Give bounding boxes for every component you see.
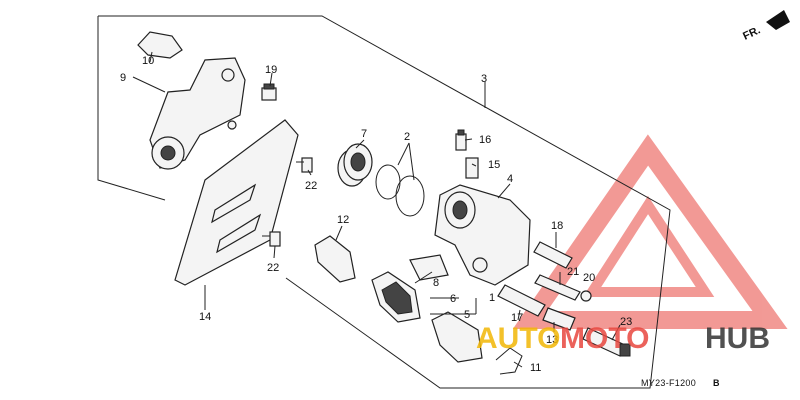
slide-pin-17 bbox=[497, 284, 546, 317]
brake-pad-inner bbox=[371, 271, 421, 323]
callout-10: 10 bbox=[142, 55, 154, 67]
callout-12: 12 bbox=[337, 214, 349, 226]
bleeder-cap bbox=[465, 157, 479, 179]
brake-pad-outer bbox=[431, 311, 483, 363]
callout-9: 9 bbox=[120, 72, 126, 84]
caliper-bracket bbox=[137, 31, 246, 170]
watermark-moto: MOTO bbox=[560, 322, 649, 355]
watermark-auto: AUTO bbox=[476, 322, 560, 355]
fr-label: FR. bbox=[741, 24, 762, 42]
callout-22-upper: 22 bbox=[305, 180, 317, 192]
callout-5: 5 bbox=[464, 309, 470, 321]
watermark-triangle bbox=[512, 134, 788, 329]
slide-pin-13 bbox=[542, 307, 576, 331]
caliper-body bbox=[434, 184, 531, 286]
pad-retainer bbox=[409, 254, 449, 281]
front-direction-marker: FR. bbox=[741, 10, 790, 43]
slide-pin-18 bbox=[533, 241, 573, 269]
pad-clip bbox=[495, 347, 523, 375]
callout-4: 4 bbox=[507, 173, 513, 185]
diagram-code: MY23-F1200 bbox=[641, 378, 696, 388]
pad-spring bbox=[314, 235, 356, 283]
pin-21 bbox=[534, 274, 581, 301]
callout-15: 15 bbox=[488, 159, 500, 171]
bleeder-screw bbox=[455, 129, 467, 151]
splash-guard bbox=[174, 119, 299, 286]
callout-18: 18 bbox=[551, 220, 563, 232]
callout-21: 21 bbox=[567, 266, 579, 278]
piston-seals bbox=[375, 164, 425, 217]
callout-13: 13 bbox=[546, 334, 558, 346]
callout-22-lower: 22 bbox=[267, 262, 279, 274]
callout-17: 17 bbox=[511, 312, 523, 324]
callout-7: 7 bbox=[361, 128, 367, 140]
leader-lines bbox=[132, 51, 621, 368]
callout-1: 1 bbox=[489, 292, 495, 304]
bolt-19 bbox=[261, 83, 277, 101]
assembly-outline bbox=[97, 15, 671, 389]
callout-14: 14 bbox=[199, 311, 211, 323]
diagram-code-suffix: B bbox=[713, 378, 720, 388]
boot-20 bbox=[580, 290, 592, 302]
watermark-logo: AUTO MOTO HUB bbox=[476, 322, 770, 355]
callout-6: 6 bbox=[450, 293, 456, 305]
callout-11: 11 bbox=[530, 362, 541, 374]
callout-23: 23 bbox=[620, 316, 632, 328]
callout-20: 20 bbox=[583, 272, 595, 284]
callout-3: 3 bbox=[481, 73, 487, 85]
bolt-22-upper bbox=[296, 157, 313, 173]
callout-16: 16 bbox=[479, 134, 491, 146]
piston bbox=[337, 143, 373, 187]
fr-arrow-icon bbox=[766, 10, 790, 30]
watermark-hub: HUB bbox=[705, 322, 770, 355]
callout-8: 8 bbox=[433, 277, 439, 289]
callout-2: 2 bbox=[404, 131, 410, 143]
callout-19: 19 bbox=[265, 64, 277, 76]
